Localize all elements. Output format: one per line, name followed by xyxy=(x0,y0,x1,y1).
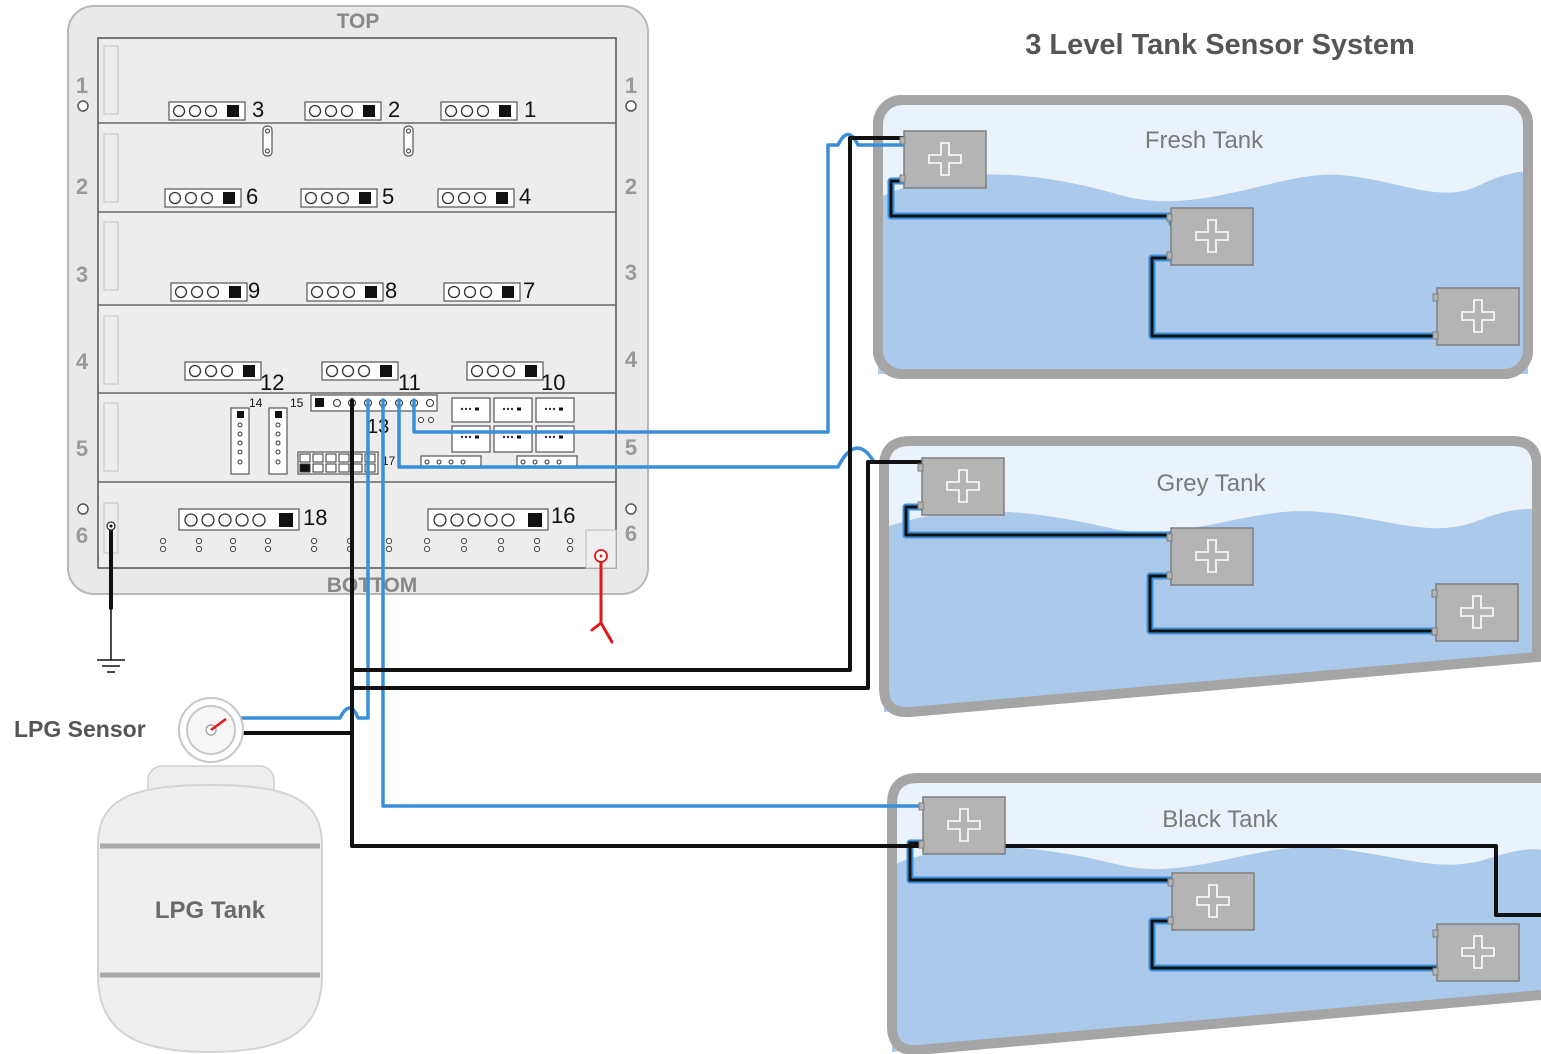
plus-icon xyxy=(1195,219,1229,253)
level-sensor xyxy=(1432,287,1520,346)
connector-number: 3 xyxy=(252,97,264,122)
connector-number: 9 xyxy=(248,278,260,303)
connector-block xyxy=(443,282,521,302)
level-sensor xyxy=(1431,583,1519,642)
level-sensor xyxy=(899,130,987,189)
wiring xyxy=(109,132,1541,972)
level-sensor xyxy=(917,457,1005,516)
connector-number-small: 13 xyxy=(367,416,389,438)
level-sensor xyxy=(1167,872,1255,931)
connector-block xyxy=(184,361,262,381)
row-number-right: 2 xyxy=(625,174,637,199)
tank-label: Grey Tank xyxy=(1157,470,1267,497)
ground-icon xyxy=(97,659,125,673)
connector-number: 10 xyxy=(541,370,565,395)
plus-icon xyxy=(928,142,962,176)
connector-block xyxy=(437,188,515,208)
plus-icon xyxy=(1460,595,1494,629)
connector-number: 7 xyxy=(523,278,535,303)
fresh-tank: Fresh Tank xyxy=(873,95,1533,379)
row-number-right: 6 xyxy=(625,521,637,546)
level-sensor xyxy=(1432,923,1520,982)
lpg-tank: LPG Tank xyxy=(97,765,323,1054)
connector-block xyxy=(321,361,399,381)
row-number-left: 2 xyxy=(76,174,88,199)
connector-number-small: 14 xyxy=(249,396,263,410)
row-number-left: 6 xyxy=(76,523,88,548)
plus-icon xyxy=(1461,935,1495,969)
connector-block xyxy=(304,101,382,121)
connector-number-small: 17 xyxy=(382,454,396,468)
connector-block xyxy=(168,101,246,121)
plus-icon xyxy=(1195,539,1229,573)
panel-bottom-label: BOTTOM xyxy=(327,574,418,597)
row-number-right: 3 xyxy=(625,260,637,285)
lpg-sensor-label: LPG Sensor xyxy=(14,716,146,742)
connector-blocks xyxy=(164,101,549,531)
tank-label: Black Tank xyxy=(1162,806,1279,833)
plus-icon xyxy=(946,469,980,503)
connector-number: 12 xyxy=(260,370,284,395)
row-number-right: 4 xyxy=(625,347,638,372)
level-sensor xyxy=(918,796,1006,855)
connector-block xyxy=(300,188,378,208)
connector-number: 8 xyxy=(385,278,397,303)
plus-icon xyxy=(947,808,981,842)
connector-number: 16 xyxy=(551,503,575,528)
connector-block xyxy=(440,101,518,121)
connector-number: 6 xyxy=(246,184,258,209)
lpg-tank-label: LPG Tank xyxy=(155,897,266,924)
connector-number: 1 xyxy=(524,97,536,122)
lpg-sensor xyxy=(178,697,244,763)
row-number-left: 3 xyxy=(76,262,88,287)
row-number-left: 5 xyxy=(76,436,88,461)
level-sensor xyxy=(1166,207,1254,266)
connector-block xyxy=(466,361,544,381)
connector-number: 18 xyxy=(303,505,327,530)
panel-top-label: TOP xyxy=(337,10,380,33)
connector-block xyxy=(164,188,242,208)
level-sensor xyxy=(1166,527,1254,586)
diagram-title: 3 Level Tank Sensor System xyxy=(1025,29,1415,61)
connector-number: 4 xyxy=(519,184,531,209)
row-number-right: 5 xyxy=(625,435,637,460)
gauge-needle-icon xyxy=(210,717,227,732)
connector-number: 5 xyxy=(382,184,394,209)
connector-number: 11 xyxy=(398,370,421,395)
row-number-left: 4 xyxy=(76,349,89,374)
row6-terminals xyxy=(159,537,574,553)
control-panel: TOP BOTTOM 1 2 3 4 5 6 1 2 3 4 5 6 3 2 1… xyxy=(67,5,649,597)
plus-icon xyxy=(1196,884,1230,918)
connector-number-small: 15 xyxy=(290,396,304,410)
connector-number: 2 xyxy=(388,97,400,122)
tank-label: Fresh Tank xyxy=(1145,127,1264,154)
row-number-left: 1 xyxy=(76,73,88,98)
connector-block xyxy=(427,508,549,531)
tank-sensors xyxy=(899,130,1520,982)
connector-block xyxy=(306,282,384,302)
connector-block xyxy=(178,508,300,531)
connector-block xyxy=(170,282,248,302)
row-number-right: 1 xyxy=(625,73,637,98)
plus-icon xyxy=(1461,299,1495,333)
